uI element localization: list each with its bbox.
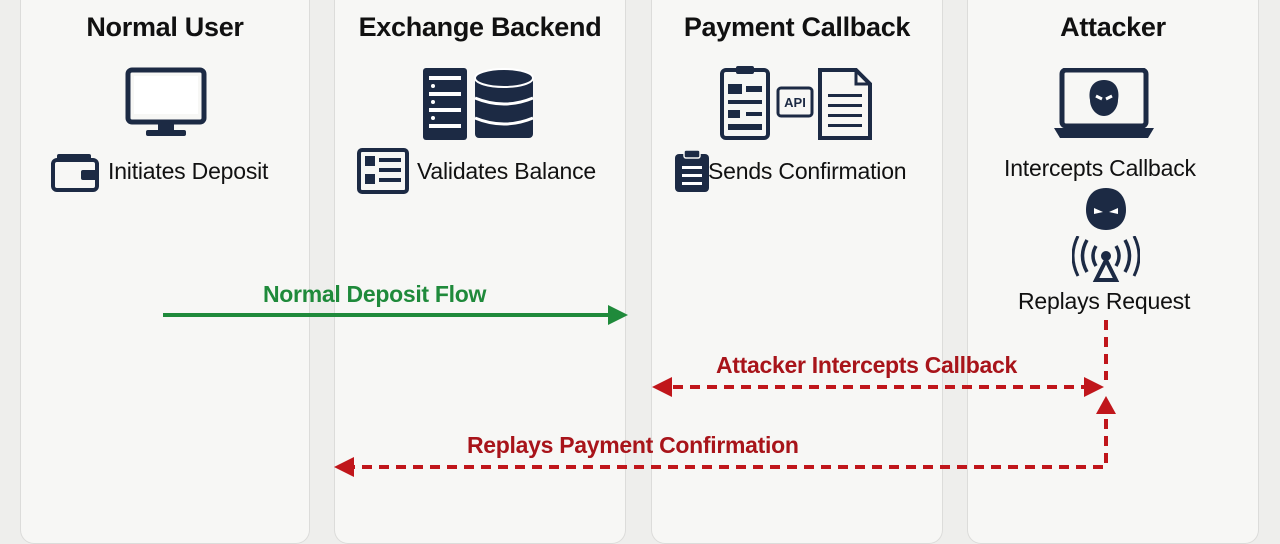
lane-normal-user: Normal User Initiates Deposit — [20, 0, 310, 544]
lane-title: Payment Callback — [683, 12, 911, 42]
ledger-icon — [357, 148, 409, 194]
flow-label-replay: Replays Payment Confirmation — [467, 432, 799, 458]
step-label: Validates Balance — [417, 158, 597, 184]
lane-title: Normal User — [86, 12, 244, 42]
hacker-laptop-icon — [1054, 68, 1154, 138]
replay-up-arrowhead — [1096, 396, 1116, 414]
clipboard-icon — [675, 149, 709, 192]
step-label: Replays Request — [1018, 288, 1191, 314]
flow-label-intercept: Attacker Intercepts Callback — [716, 352, 1017, 378]
svg-text:API: API — [784, 95, 806, 110]
lane-attacker: Attacker Intercepts Callback Replays Req… — [967, 0, 1259, 544]
step-label: Sends Confirmation — [708, 158, 907, 184]
lane-exchange-backend: Exchange Backend Validates Balance — [334, 0, 626, 544]
step-label: Initiates Deposit — [108, 158, 269, 184]
replay-arrow — [334, 402, 1108, 477]
flow-label-normal: Normal Deposit Flow — [263, 281, 487, 307]
lane-payment-callback: Payment Callback API Sends Confirmation — [651, 0, 943, 544]
api-document-icon: API — [720, 66, 872, 140]
server-database-icon — [423, 68, 534, 140]
step-label: Intercepts Callback — [1004, 155, 1196, 181]
lane-title: Attacker — [1060, 12, 1166, 42]
lane-title: Exchange Backend — [358, 12, 602, 42]
wallet-icon — [51, 154, 99, 192]
hacker-head-icon — [1086, 188, 1126, 230]
broadcast-antenna-icon — [1072, 236, 1140, 282]
monitor-icon — [125, 67, 207, 136]
